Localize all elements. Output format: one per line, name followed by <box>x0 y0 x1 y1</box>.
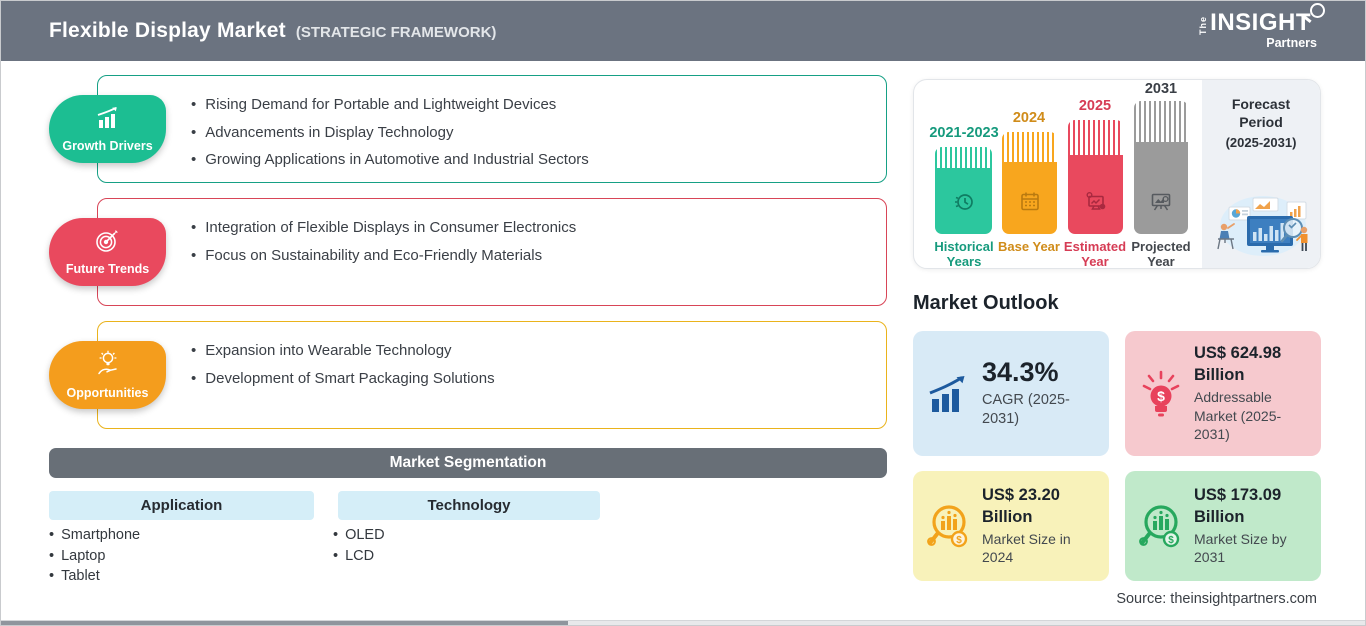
section-opportunities: Opportunities Expansion into Wearable Te… <box>49 321 887 429</box>
historical-years-bar <box>935 147 992 234</box>
presentation-chart-icon <box>1148 189 1174 220</box>
horizontal-scrollbar-thumb[interactable] <box>1 621 568 625</box>
addressable-market-card: $ US$ 624.98 Billion Addressable Market … <box>1125 331 1321 456</box>
addressable-market-desc: Addressable Market (2025-2031) <box>1194 389 1282 443</box>
segmentation-column-technology: Technology <box>338 491 600 520</box>
list-item: Tablet <box>49 566 140 587</box>
bar-body <box>1134 142 1188 234</box>
section-future-trends: Future Trends Integration of Flexible Di… <box>49 198 887 306</box>
market-size-2024-value: US$ 23.20 Billion <box>982 486 1060 526</box>
logo-insight-text: INSIGHT <box>1210 9 1311 36</box>
market-size-2031-desc: Market Size by 2031 <box>1194 530 1287 566</box>
growth-drivers-list: Rising Demand for Portable and Lightweig… <box>191 91 589 174</box>
segmentation-column-application: Application <box>49 491 314 520</box>
market-size-2031-card: $ US$ 173.09 Billion Market Size by 2031 <box>1125 471 1321 581</box>
clock-history-icon <box>951 189 977 220</box>
list-item: Laptop <box>49 546 140 567</box>
bar-stripes <box>1134 101 1188 142</box>
logo-the-text: The <box>1198 15 1209 35</box>
bar-body <box>1068 155 1123 234</box>
estimated-year-bar <box>1068 120 1123 234</box>
list-item: Rising Demand for Portable and Lightweig… <box>191 91 589 119</box>
magnifier-bars-orange-icon: $ <box>925 501 973 551</box>
opportunities-badge: Opportunities <box>49 341 166 409</box>
list-item: Focus on Sustainability and Eco-Friendly… <box>191 242 576 270</box>
opportunities-list: Expansion into Wearable Technology Devel… <box>191 337 495 393</box>
historical-years-value: 2021-2023 <box>929 125 999 141</box>
brand-logo: The INSIGHT Partners <box>1198 3 1325 50</box>
list-item: LCD <box>333 546 385 567</box>
list-item: Smartphone <box>49 525 140 546</box>
market-size-2024-card: $ US$ 23.20 Billion Market Size in 2024 <box>913 471 1109 581</box>
market-size-2024-desc: Market Size in 2024 <box>982 530 1071 566</box>
logo-partners-text: Partners <box>1266 36 1317 50</box>
list-item: OLED <box>333 525 385 546</box>
magnifier-bars-green-icon: $ <box>1137 501 1185 551</box>
opportunities-label: Opportunities <box>66 386 149 400</box>
future-trends-list: Integration of Flexible Displays in Cons… <box>191 214 576 269</box>
bar-body <box>1002 162 1057 234</box>
base-year-value: 2024 <box>1012 110 1046 126</box>
bar-body <box>935 168 992 234</box>
list-item: Advancements in Display Technology <box>191 119 589 147</box>
page-subtitle-text: (STRATEGIC FRAMEWORK) <box>295 24 497 41</box>
estimated-year-label: Estimated Year <box>1063 239 1127 270</box>
application-list: Smartphone Laptop Tablet <box>49 525 140 587</box>
monitor-gear-icon <box>1083 189 1109 220</box>
svg-text:$: $ <box>1168 535 1174 546</box>
cagr-desc: CAGR (2025-2031) <box>982 391 1070 427</box>
base-year-bar <box>1002 132 1057 234</box>
page-title: Flexible Display Market (STRATEGIC FRAME… <box>49 19 496 43</box>
projected-year-label: Projected Year <box>1131 239 1191 270</box>
svg-text:$: $ <box>1157 388 1165 404</box>
list-item: Growing Applications in Automotive and I… <box>191 146 589 174</box>
svg-text:$: $ <box>956 535 962 546</box>
technology-list: OLED LCD <box>333 525 385 566</box>
projected-year-bar <box>1134 101 1188 234</box>
target-dart-icon <box>94 228 121 259</box>
growth-drivers-label: Growth Drivers <box>62 138 153 153</box>
future-trends-badge: Future Trends <box>49 218 166 286</box>
source-attribution: Source: theinsightpartners.com <box>1116 591 1317 607</box>
list-item: Integration of Flexible Displays in Cons… <box>191 214 576 242</box>
page-title-text: Flexible Display Market <box>49 19 286 42</box>
market-outlook-title: Market Outlook <box>913 292 1059 314</box>
list-item: Expansion into Wearable Technology <box>191 337 495 365</box>
forecast-period-panel: Forecast Period (2025-2031) <box>1202 80 1320 268</box>
cagr-value: 34.3% <box>982 357 1059 388</box>
growth-chart-icon <box>94 106 121 136</box>
market-segmentation-header: Market Segmentation <box>49 448 887 478</box>
bar-stripes <box>935 147 992 168</box>
projected-year-value: 2031 <box>1144 81 1178 97</box>
bar-stripes <box>1002 132 1057 162</box>
growth-arrow-chart-icon <box>925 373 973 415</box>
section-growth-drivers: Growth Drivers Rising Demand for Portabl… <box>49 75 887 183</box>
calendar-icon <box>1017 189 1043 220</box>
dollar-bulb-icon: $ <box>1137 368 1185 420</box>
market-size-2031-value: US$ 173.09 Billion <box>1194 486 1282 526</box>
bulb-hand-icon <box>94 350 122 383</box>
forecast-period-title: Forecast Period <box>1231 96 1291 131</box>
forecast-period-range: (2025-2031) <box>1225 135 1297 151</box>
bar-stripes <box>1068 120 1123 155</box>
horizontal-scrollbar[interactable] <box>1 620 1365 625</box>
future-trends-label: Future Trends <box>65 262 150 276</box>
estimated-year-value: 2025 <box>1078 98 1112 114</box>
historical-years-label: Historical Years <box>934 239 994 270</box>
growth-drivers-badge: Growth Drivers <box>49 95 166 163</box>
magnifier-lens-icon <box>1310 3 1325 18</box>
timeline-card: 2021-2023 2024 2025 2031 <box>913 79 1321 269</box>
list-item: Development of Smart Packaging Solutions <box>191 365 494 393</box>
base-year-label: Base Year <box>998 239 1060 254</box>
header-bar: Flexible Display Market (STRATEGIC FRAME… <box>1 1 1365 61</box>
cagr-card: 34.3% CAGR (2025-2031) <box>913 331 1109 456</box>
addressable-market-value: US$ 624.98 Billion <box>1194 344 1282 384</box>
analysts-dashboard-illustration <box>1209 192 1313 263</box>
